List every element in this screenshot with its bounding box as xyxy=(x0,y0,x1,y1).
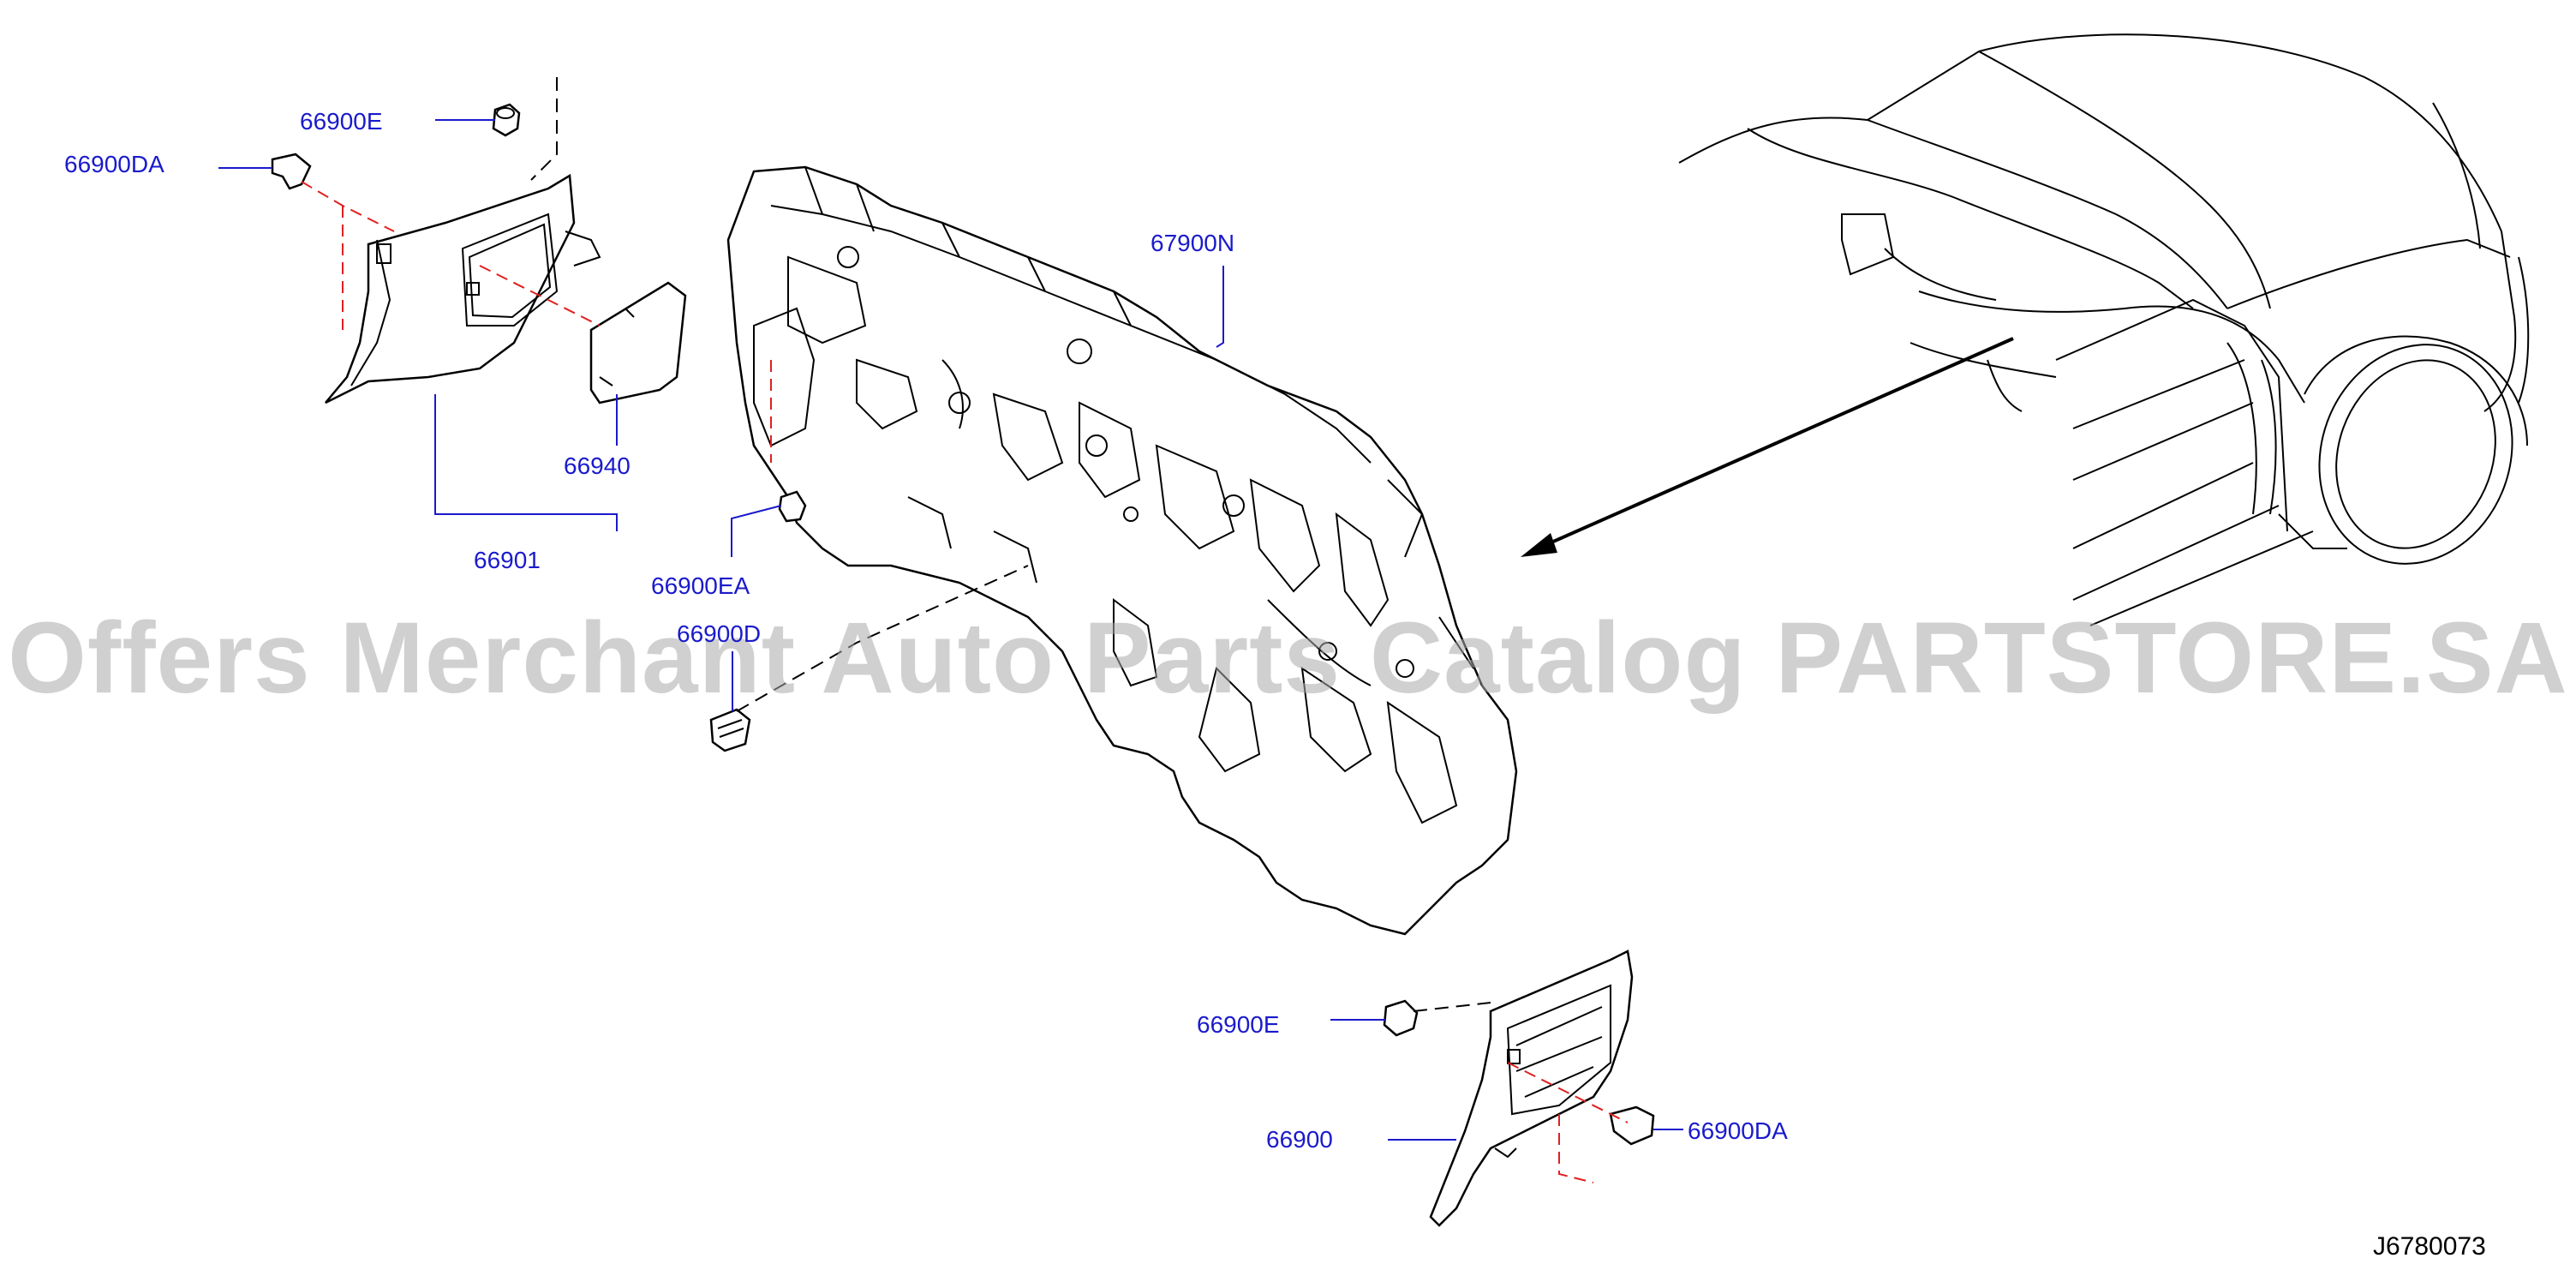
part-label-66901[interactable]: 66901 xyxy=(474,547,541,573)
clip-66900DA-bottom xyxy=(1609,1105,1655,1146)
clip-66900E-top xyxy=(492,103,521,137)
cover-66940 xyxy=(589,281,687,404)
vehicle-outline xyxy=(1678,33,2530,626)
direction-arrow xyxy=(1521,337,2014,557)
part-label-66900E-top[interactable]: 66900E xyxy=(300,108,383,135)
trim-66901 xyxy=(325,173,601,404)
clip-66900D xyxy=(709,708,751,752)
part-label-66900[interactable]: 66900 xyxy=(1266,1126,1333,1153)
part-label-66900DA-top[interactable]: 66900DA xyxy=(64,151,164,177)
dash-insulator-67900N xyxy=(726,165,1518,936)
clip-66900DA-top xyxy=(271,153,312,190)
leader-lines xyxy=(218,119,1683,1141)
part-label-66900EA[interactable]: 66900EA xyxy=(651,572,750,599)
part-label-66900D[interactable]: 66900D xyxy=(677,620,762,647)
install-lines-black xyxy=(530,77,1491,1012)
install-lines-red xyxy=(301,181,1629,1183)
clip-66900E-bottom xyxy=(1383,999,1419,1037)
drawing-id: J6780073 xyxy=(2373,1232,2486,1261)
clip-66900EA xyxy=(778,490,807,523)
trim-66900 xyxy=(1429,950,1634,1227)
part-label-66900E-bottom[interactable]: 66900E xyxy=(1197,1011,1280,1038)
part-label-66900DA-bottom[interactable]: 66900DA xyxy=(1688,1117,1788,1144)
part-label-67900N[interactable]: 67900N xyxy=(1151,230,1235,256)
part-label-66940[interactable]: 66940 xyxy=(564,452,631,479)
